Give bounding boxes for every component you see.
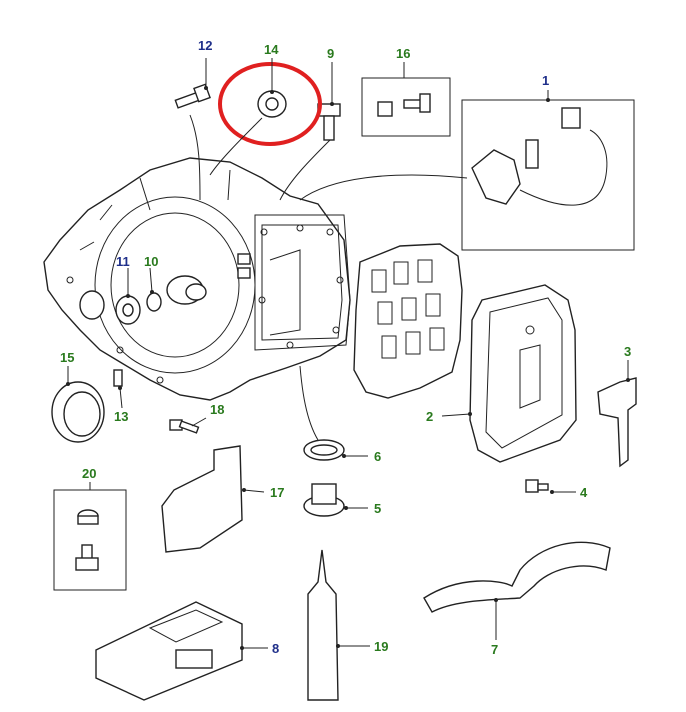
- callout-13: 13: [114, 409, 128, 424]
- callout-9: 9: [327, 46, 334, 61]
- seal-6: [303, 439, 345, 461]
- callout-12: 12: [198, 38, 212, 53]
- bolt-4: [525, 479, 549, 493]
- highlight-circle: [218, 62, 322, 146]
- callout-18: 18: [210, 402, 224, 417]
- bolt-kit-box: [361, 77, 451, 137]
- valve-body: [353, 243, 463, 399]
- callout-labels: 1 2 3 4 5 6 7 8 9 10 11 12 13 14 15 16 1…: [60, 38, 631, 657]
- callout-11: 11: [116, 254, 130, 269]
- transmission-housing: [43, 157, 351, 401]
- callout-7: 7: [491, 642, 498, 657]
- callout-1: 1: [542, 73, 549, 88]
- plug-5: [303, 483, 345, 517]
- callout-17: 17: [270, 485, 284, 500]
- seal-14: [257, 90, 287, 118]
- callout-20: 20: [82, 466, 96, 481]
- callout-3: 3: [624, 344, 631, 359]
- circlip-10: [146, 292, 162, 312]
- callout-4: 4: [580, 485, 588, 500]
- seal-15: [51, 381, 105, 443]
- sealant-tube-19: [307, 549, 339, 701]
- callout-10: 10: [144, 254, 158, 269]
- module-8: [95, 601, 243, 701]
- callout-5: 5: [374, 501, 381, 516]
- bracket-3: [597, 377, 637, 468]
- plug-kit-box: [53, 489, 127, 591]
- sensor-kit-box: [461, 99, 635, 251]
- seal-11: [115, 295, 141, 325]
- bracket-17: [161, 445, 243, 553]
- callout-14: 14: [264, 42, 279, 57]
- callout-2: 2: [426, 409, 433, 424]
- pin-13: [113, 369, 123, 387]
- callout-16: 16: [396, 46, 410, 61]
- callout-6: 6: [374, 449, 381, 464]
- oil-pan-cover: [469, 284, 577, 463]
- leader-lines: [66, 58, 630, 650]
- cooler-hose-7: [423, 541, 611, 613]
- callout-15: 15: [60, 350, 74, 365]
- callout-8: 8: [272, 641, 279, 656]
- breather-9: [317, 103, 341, 141]
- callout-19: 19: [374, 639, 388, 654]
- bolt-18: [169, 419, 200, 434]
